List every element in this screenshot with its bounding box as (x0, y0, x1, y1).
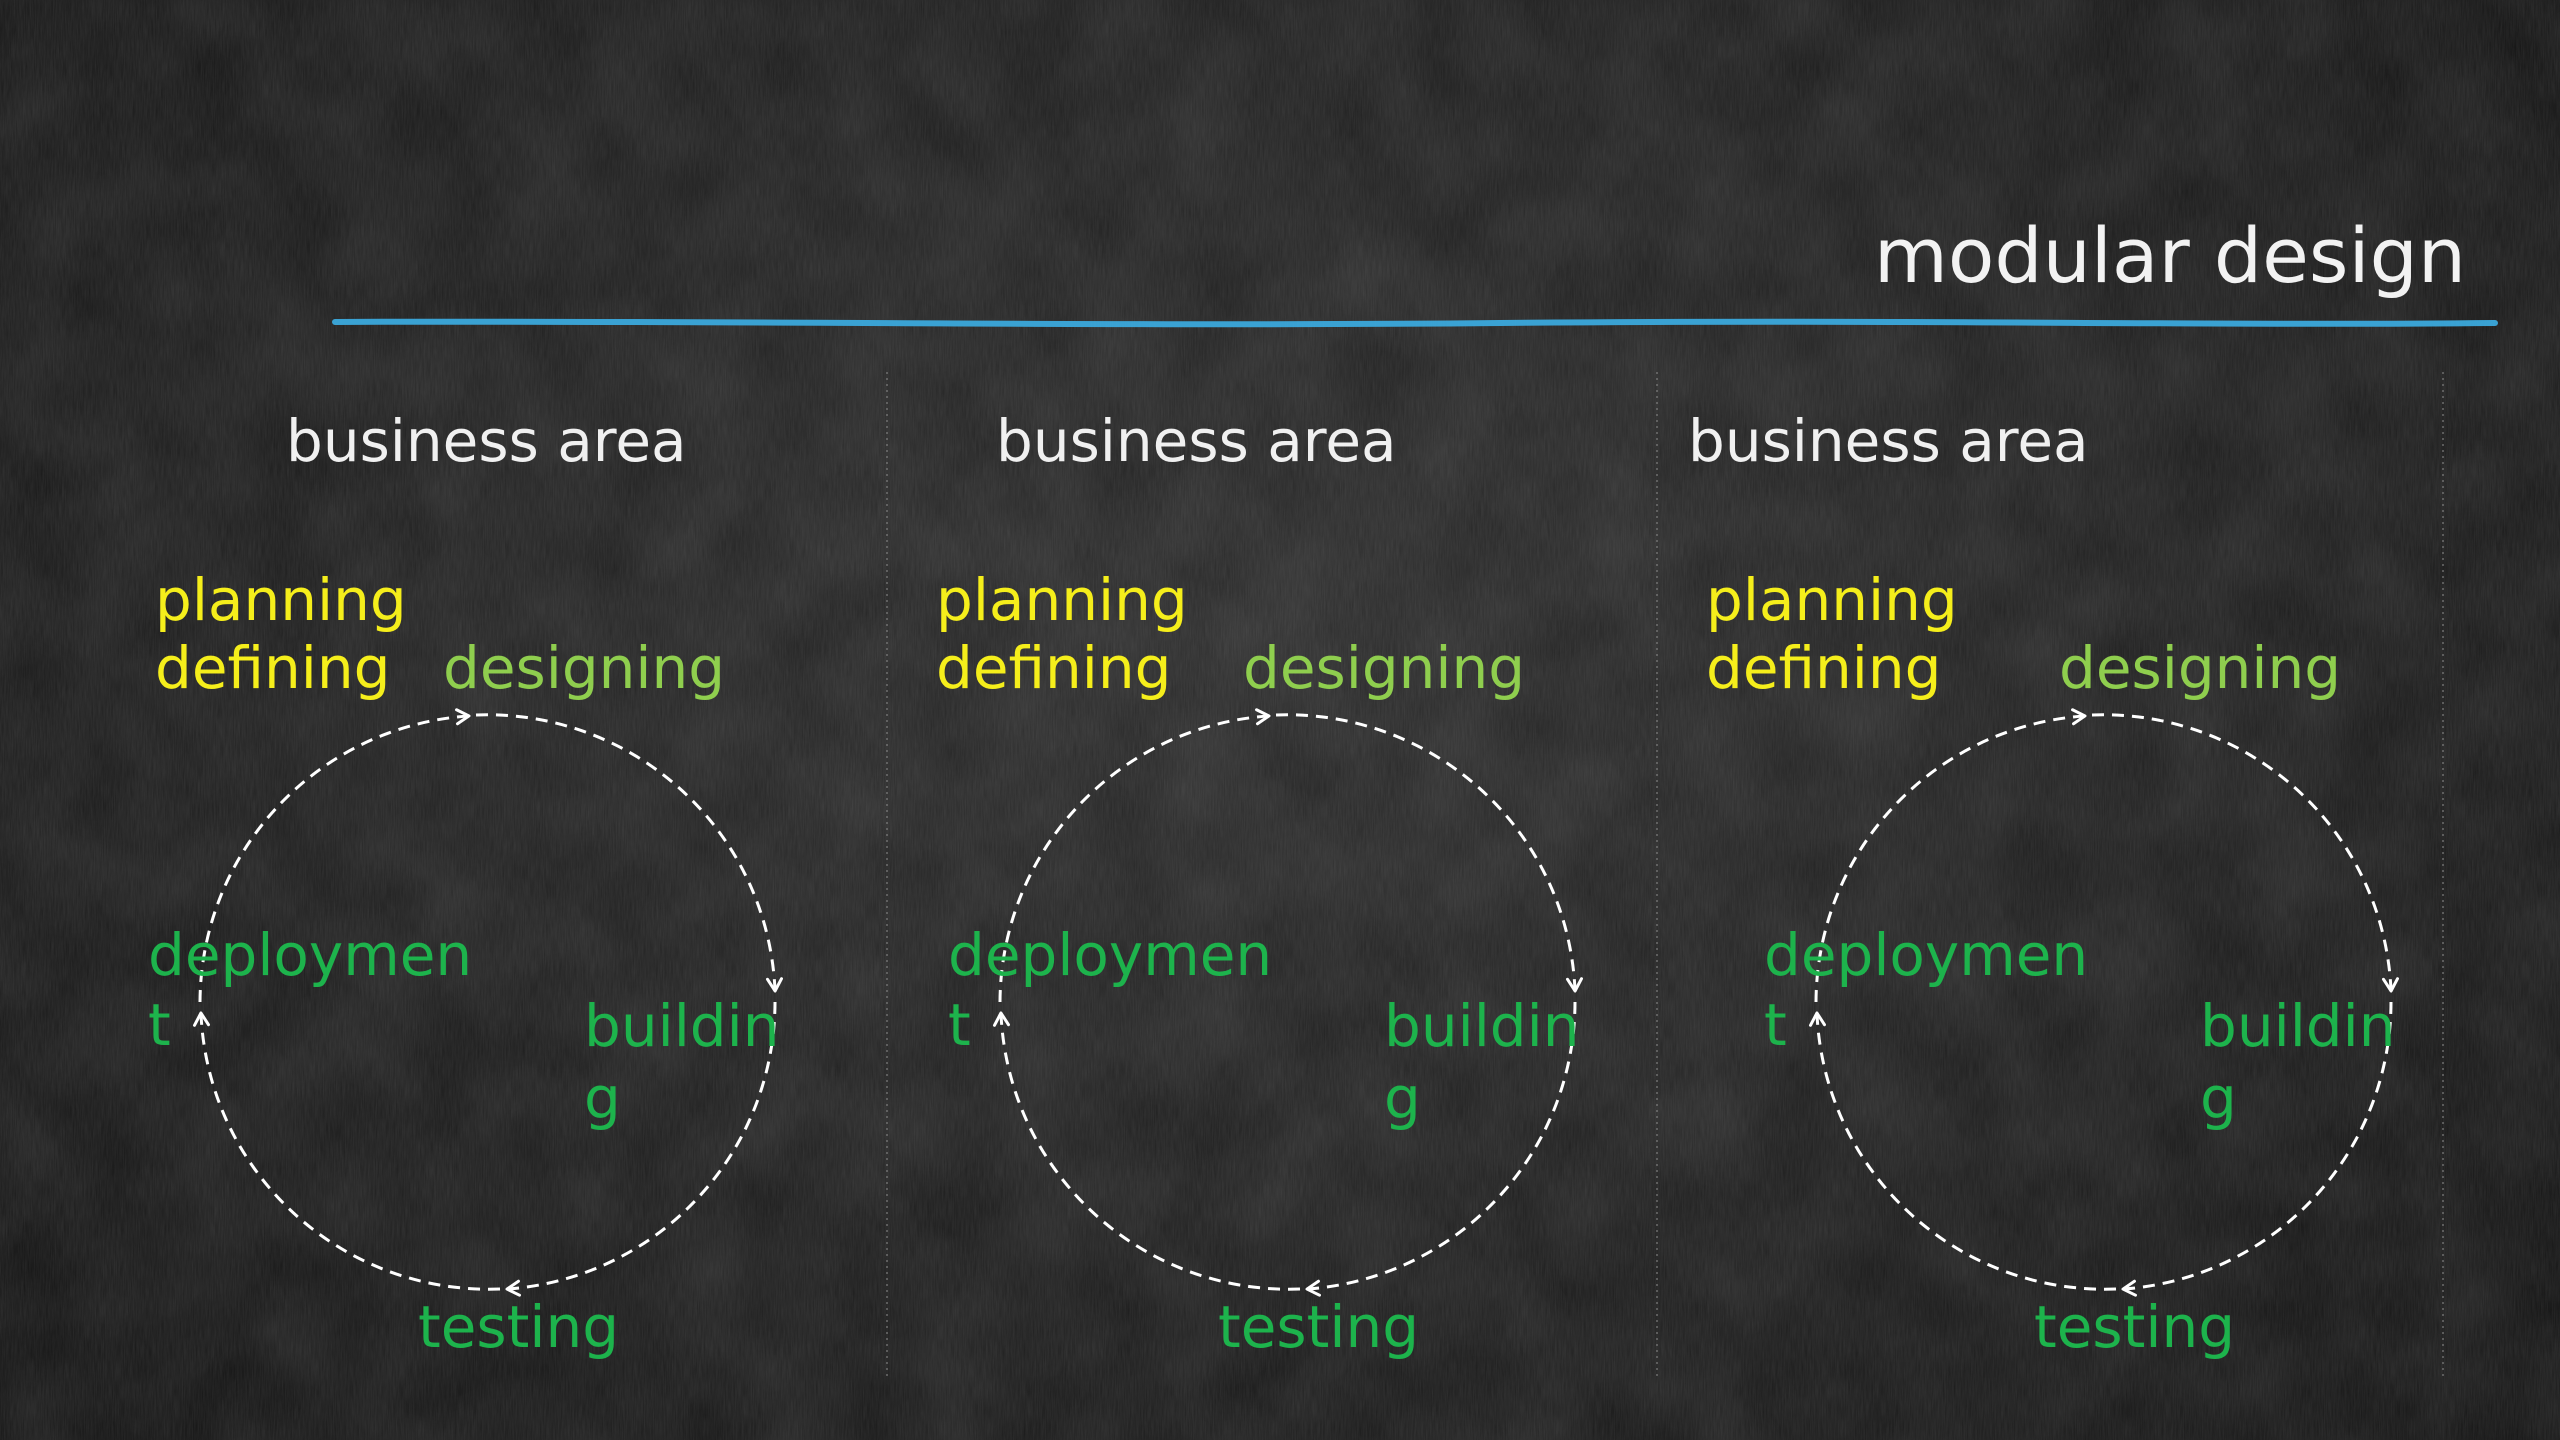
stage-defining: defining (1706, 634, 1942, 702)
slide-title: modular design (1873, 211, 2466, 300)
stage-building-wrap: g (2200, 1064, 2237, 1132)
stage-building: buildin (1384, 992, 1580, 1060)
title-underline (332, 318, 2498, 328)
stage-designing: designing (443, 634, 726, 702)
cycle-circle (193, 708, 783, 1297)
stage-deployment-wrap: t (948, 991, 971, 1059)
stage-designing: designing (2059, 634, 2342, 702)
stage-deployment-wrap: t (148, 991, 171, 1059)
stage-building-wrap: g (1384, 1064, 1421, 1132)
stage-building: buildin (584, 992, 780, 1060)
stage-planning: planning (1706, 566, 1958, 634)
stage-defining: defining (155, 634, 391, 702)
stage-deployment: deploymen (948, 921, 1273, 989)
stage-defining: defining (936, 634, 1172, 702)
stage-planning: planning (936, 566, 1188, 634)
stage-testing: testing (1218, 1293, 1420, 1361)
stage-deployment-wrap: t (1764, 991, 1787, 1059)
stage-building: buildin (2200, 992, 2396, 1060)
stage-testing: testing (418, 1293, 620, 1361)
stage-deployment: deploymen (1764, 921, 2089, 989)
area-title: business area (996, 407, 1397, 475)
cycle-circle (1809, 708, 2399, 1297)
stage-designing: designing (1243, 634, 1526, 702)
stage-planning: planning (155, 566, 407, 634)
stage-building-wrap: g (584, 1064, 621, 1132)
stage-testing: testing (2034, 1293, 2236, 1361)
area-title: business area (1688, 407, 2089, 475)
stage-deployment: deploymen (148, 921, 473, 989)
area-title: business area (286, 407, 687, 475)
cycle-circle (993, 708, 1583, 1297)
